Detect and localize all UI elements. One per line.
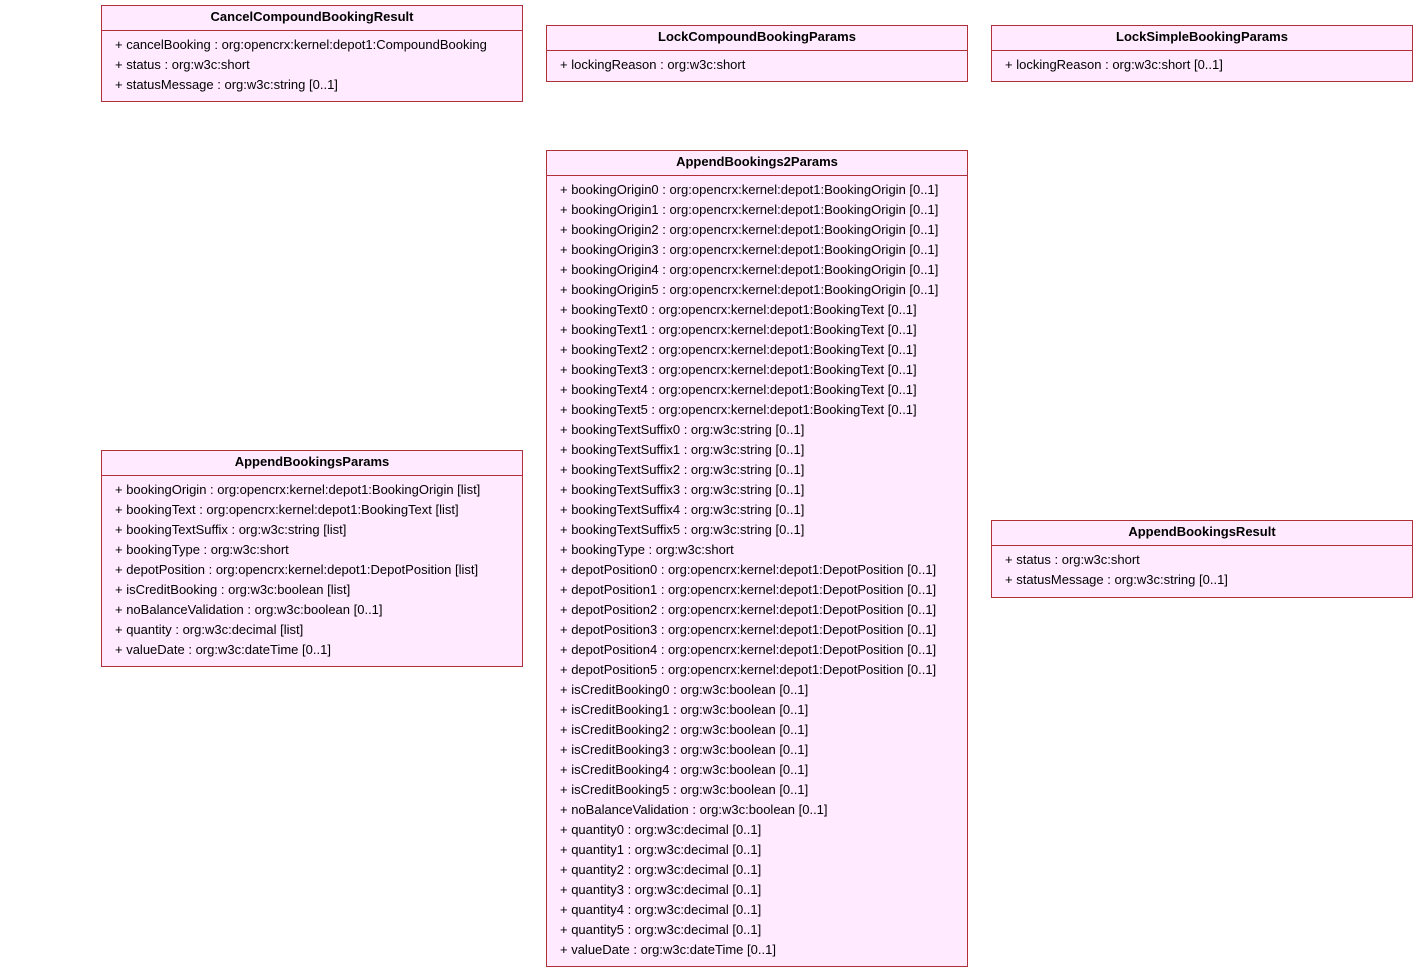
- attribute-row: + lockingReason : org:w3c:short: [560, 57, 746, 72]
- attribute-row: + bookingText2 : org:opencrx:kernel:depo…: [560, 342, 917, 357]
- class-lock-simple-booking-params: LockSimpleBookingParams + lockingReason …: [991, 25, 1413, 82]
- attribute-list: + status : org:w3c:short + statusMessage …: [992, 546, 1412, 594]
- attribute-row: + bookingOrigin4 : org:opencrx:kernel:de…: [560, 262, 939, 277]
- attribute-row: + quantity0 : org:w3c:decimal [0..1]: [560, 822, 762, 837]
- attribute-row: + valueDate : org:w3c:dateTime [0..1]: [115, 642, 331, 657]
- attribute-row: + bookingOrigin3 : org:opencrx:kernel:de…: [560, 242, 939, 257]
- attribute-row: + bookingOrigin1 : org:opencrx:kernel:de…: [560, 202, 939, 217]
- attribute-list: + lockingReason : org:w3c:short: [547, 51, 967, 79]
- attribute-row: + quantity : org:w3c:decimal [list]: [115, 622, 304, 637]
- attribute-row: + cancelBooking : org:opencrx:kernel:dep…: [115, 37, 487, 52]
- attribute-row: + quantity5 : org:w3c:decimal [0..1]: [560, 922, 762, 937]
- attribute-row: + bookingTextSuffix1 : org:w3c:string [0…: [560, 442, 805, 457]
- attribute-row: + depotPosition4 : org:opencrx:kernel:de…: [560, 642, 937, 657]
- class-cancel-compound-booking-result: CancelCompoundBookingResult + cancelBook…: [101, 5, 523, 102]
- class-append-bookings-params: AppendBookingsParams + bookingOrigin : o…: [101, 450, 523, 667]
- class-name: AppendBookings2Params: [547, 151, 967, 176]
- attribute-row: + bookingText : org:opencrx:kernel:depot…: [115, 502, 459, 517]
- attribute-row: + statusMessage : org:w3c:string [0..1]: [115, 77, 338, 92]
- attribute-row: + bookingText1 : org:opencrx:kernel:depo…: [560, 322, 917, 337]
- attribute-row: + bookingTextSuffix5 : org:w3c:string [0…: [560, 522, 805, 537]
- class-lock-compound-booking-params: LockCompoundBookingParams + lockingReaso…: [546, 25, 968, 82]
- attribute-row: + bookingTextSuffix0 : org:w3c:string [0…: [560, 422, 805, 437]
- attribute-row: + depotPosition0 : org:opencrx:kernel:de…: [560, 562, 937, 577]
- class-name: AppendBookingsResult: [992, 521, 1412, 546]
- attribute-row: + bookingText0 : org:opencrx:kernel:depo…: [560, 302, 917, 317]
- attribute-row: + bookingTextSuffix4 : org:w3c:string [0…: [560, 502, 805, 517]
- attribute-row: + isCreditBooking5 : org:w3c:boolean [0.…: [560, 782, 809, 797]
- class-name: LockCompoundBookingParams: [547, 26, 967, 51]
- attribute-row: + bookingTextSuffix : org:w3c:string [li…: [115, 522, 347, 537]
- attribute-row: + statusMessage : org:w3c:string [0..1]: [1005, 572, 1228, 587]
- class-append-bookings-result: AppendBookingsResult + status : org:w3c:…: [991, 520, 1413, 598]
- attribute-row: + noBalanceValidation : org:w3c:boolean …: [115, 602, 383, 617]
- attribute-row: + isCreditBooking1 : org:w3c:boolean [0.…: [560, 702, 809, 717]
- attribute-row: + valueDate : org:w3c:dateTime [0..1]: [560, 942, 776, 957]
- class-append-bookings2-params: AppendBookings2Params + bookingOrigin0 :…: [546, 150, 968, 967]
- attribute-row: + depotPosition3 : org:opencrx:kernel:de…: [560, 622, 937, 637]
- attribute-row: + bookingText5 : org:opencrx:kernel:depo…: [560, 402, 917, 417]
- attribute-row: + bookingTextSuffix3 : org:w3c:string [0…: [560, 482, 805, 497]
- attribute-row: + bookingText4 : org:opencrx:kernel:depo…: [560, 382, 917, 397]
- attribute-row: + bookingOrigin5 : org:opencrx:kernel:de…: [560, 282, 939, 297]
- attribute-row: + isCreditBooking0 : org:w3c:boolean [0.…: [560, 682, 809, 697]
- attribute-row: + bookingOrigin : org:opencrx:kernel:dep…: [115, 482, 481, 497]
- attribute-row: + quantity4 : org:w3c:decimal [0..1]: [560, 902, 762, 917]
- attribute-list: + bookingOrigin0 : org:opencrx:kernel:de…: [547, 176, 967, 964]
- class-name: LockSimpleBookingParams: [992, 26, 1412, 51]
- attribute-row: + isCreditBooking4 : org:w3c:boolean [0.…: [560, 762, 809, 777]
- attribute-row: + isCreditBooking2 : org:w3c:boolean [0.…: [560, 722, 809, 737]
- attribute-row: + depotPosition : org:opencrx:kernel:dep…: [115, 562, 479, 577]
- attribute-row: + bookingOrigin2 : org:opencrx:kernel:de…: [560, 222, 939, 237]
- attribute-row: + status : org:w3c:short: [1005, 552, 1140, 567]
- attribute-row: + quantity1 : org:w3c:decimal [0..1]: [560, 842, 762, 857]
- attribute-row: + bookingText3 : org:opencrx:kernel:depo…: [560, 362, 917, 377]
- attribute-row: + depotPosition5 : org:opencrx:kernel:de…: [560, 662, 937, 677]
- attribute-row: + isCreditBooking3 : org:w3c:boolean [0.…: [560, 742, 809, 757]
- attribute-list: + bookingOrigin : org:opencrx:kernel:dep…: [102, 476, 522, 664]
- attribute-row: + status : org:w3c:short: [115, 57, 250, 72]
- attribute-row: + lockingReason : org:w3c:short [0..1]: [1005, 57, 1223, 72]
- class-name: CancelCompoundBookingResult: [102, 6, 522, 31]
- attribute-row: + bookingTextSuffix2 : org:w3c:string [0…: [560, 462, 805, 477]
- attribute-list: + cancelBooking : org:opencrx:kernel:dep…: [102, 31, 522, 99]
- attribute-row: + bookingOrigin0 : org:opencrx:kernel:de…: [560, 182, 939, 197]
- attribute-row: + quantity2 : org:w3c:decimal [0..1]: [560, 862, 762, 877]
- attribute-row: + isCreditBooking : org:w3c:boolean [lis…: [115, 582, 351, 597]
- attribute-row: + quantity3 : org:w3c:decimal [0..1]: [560, 882, 762, 897]
- attribute-row: + depotPosition1 : org:opencrx:kernel:de…: [560, 582, 937, 597]
- attribute-row: + bookingType : org:w3c:short: [560, 542, 734, 557]
- attribute-row: + bookingType : org:w3c:short: [115, 542, 289, 557]
- class-name: AppendBookingsParams: [102, 451, 522, 476]
- attribute-list: + lockingReason : org:w3c:short [0..1]: [992, 51, 1412, 79]
- attribute-row: + depotPosition2 : org:opencrx:kernel:de…: [560, 602, 937, 617]
- attribute-row: + noBalanceValidation : org:w3c:boolean …: [560, 802, 828, 817]
